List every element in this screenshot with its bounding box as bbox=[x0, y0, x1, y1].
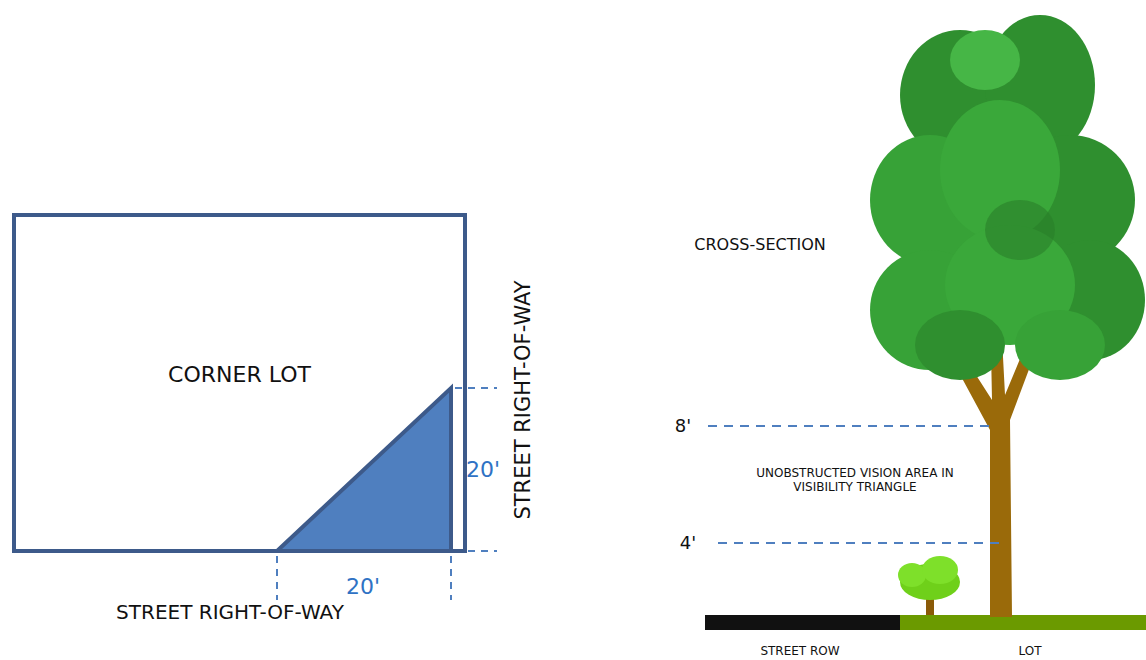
dimension-label: 20' bbox=[346, 574, 380, 600]
street-label: STREET RIGHT-OF-WAY bbox=[511, 280, 536, 519]
tree-canopy bbox=[870, 15, 1145, 380]
lot-label: CORNER LOT bbox=[16, 362, 463, 387]
lot-box: CORNER LOT bbox=[12, 213, 467, 553]
visibility-triangle bbox=[277, 388, 451, 551]
dimension-label: 20' bbox=[466, 457, 500, 483]
height-label: 8' bbox=[675, 415, 691, 437]
street-row-band bbox=[705, 615, 900, 630]
vision-note: UNOBSTRUCTED VISION AREA IN VISIBILITY T… bbox=[725, 466, 985, 495]
street-label: STREET RIGHT-OF-WAY bbox=[116, 600, 344, 624]
ground-label: LOT bbox=[1018, 644, 1041, 658]
lot-band bbox=[900, 615, 1146, 630]
height-lines bbox=[708, 426, 1003, 543]
view-title: CROSS-SECTION bbox=[694, 235, 825, 254]
shrub bbox=[898, 556, 960, 615]
height-label: 4' bbox=[680, 532, 696, 554]
ground-label: STREET ROW bbox=[760, 644, 839, 658]
